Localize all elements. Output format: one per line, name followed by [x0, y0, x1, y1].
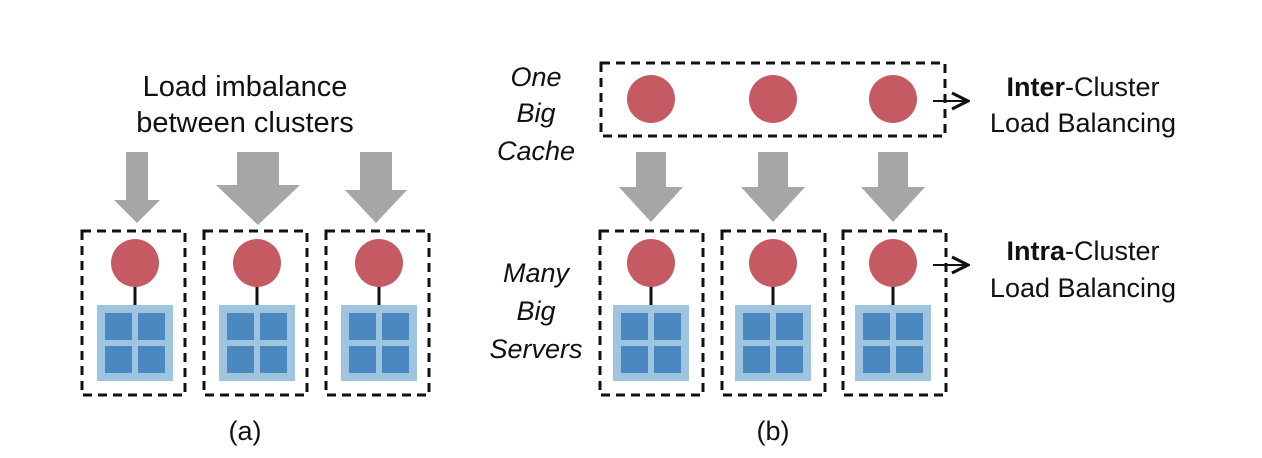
panel-b: One Big Cache Many Big Servers [489, 61, 1176, 446]
load-arrow-medium [345, 152, 407, 223]
intra-bold: Intra [1006, 236, 1065, 266]
servers-label-line2: Big [516, 296, 555, 326]
intra-rest: -Cluster [1065, 236, 1160, 266]
inter-cluster-line2: Load Balancing [990, 108, 1176, 138]
panel-b-caption: (b) [757, 416, 790, 446]
cluster-box [720, 229, 827, 397]
server-icon [613, 305, 689, 381]
big-cache-box [599, 61, 947, 138]
server-icon [97, 305, 173, 381]
load-arrow [741, 152, 805, 222]
servers-label-line3: Servers [489, 334, 582, 364]
panel-a-caption: (a) [229, 416, 262, 446]
inter-rest: -Cluster [1065, 72, 1160, 102]
cluster-box [80, 229, 187, 397]
load-arrow-large [216, 152, 300, 225]
cache-node [355, 239, 403, 287]
intra-cluster-line2: Load Balancing [990, 273, 1176, 303]
cluster-box [841, 229, 948, 397]
load-arrow [861, 152, 925, 222]
cache-label-line2: Big [516, 98, 555, 128]
intra-cluster-label: Intra-Cluster [1006, 236, 1159, 266]
cache-node [749, 75, 797, 123]
cache-node [111, 239, 159, 287]
load-arrow-small [114, 152, 160, 223]
server-icon [735, 305, 811, 381]
cache-label-line3: Cache [497, 136, 575, 166]
server-icon [341, 305, 417, 381]
cluster-box [202, 229, 309, 397]
inter-cluster-label: Inter-Cluster [1006, 72, 1159, 102]
server-icon [219, 305, 295, 381]
panel-a-heading-line2: between clusters [136, 107, 354, 139]
server-icon [855, 305, 931, 381]
servers-label-line1: Many [503, 258, 571, 288]
inter-bold: Inter [1006, 72, 1065, 102]
cache-node [233, 239, 281, 287]
panel-a-heading-line1: Load imbalance [143, 71, 348, 103]
cache-node [749, 239, 797, 287]
cache-node [627, 239, 675, 287]
cluster-box [324, 229, 431, 397]
cluster-box [598, 229, 705, 397]
cache-label-line1: One [510, 62, 561, 92]
cache-node [627, 75, 675, 123]
cache-node [869, 75, 917, 123]
load-arrow [619, 152, 683, 222]
cache-node [869, 239, 917, 287]
panel-a: Load imbalance between clusters [80, 71, 431, 446]
